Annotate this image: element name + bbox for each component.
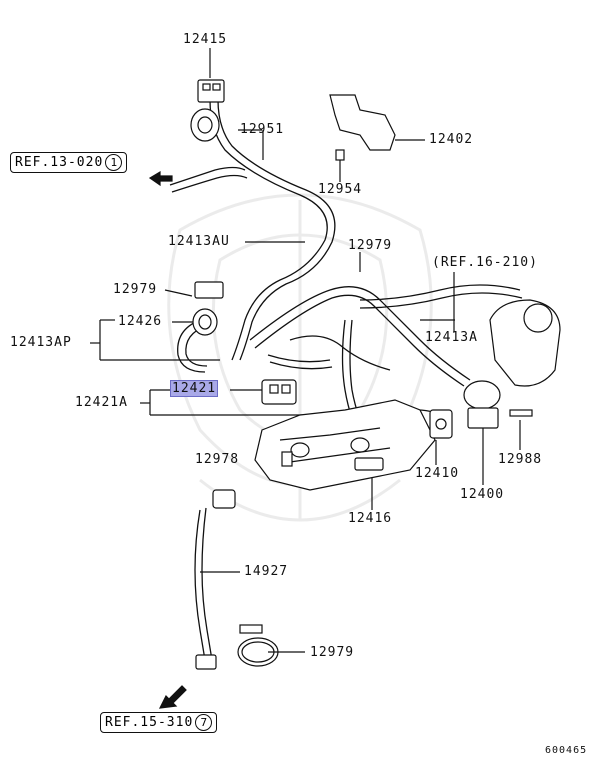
arrow-icon-ref15 [158,685,187,709]
part-label-12979-bottom: 12979 [310,645,355,660]
part-label-12421A: 12421A [75,395,128,410]
part-label-12954: 12954 [318,182,363,197]
part-label-12978: 12978 [195,452,240,467]
part-label-12400: 12400 [460,487,505,502]
part-label-12979-top: 12979 [348,238,393,253]
component-shapes [190,79,561,670]
part-label-12413AU: 12413AU [168,234,230,249]
part-label-12413AP: 12413AP [10,335,72,350]
arrow-icon-ref13 [148,170,173,187]
ref-text-13-020: REF.13-020 [15,155,104,170]
part-label-12402: 12402 [429,132,474,147]
part-label-14927: 14927 [244,564,289,579]
part-label-12426: 12426 [118,314,163,329]
part-label-12421: 12421 [170,380,219,397]
highlighted-part-12421[interactable]: 12421 [170,380,219,397]
part-label-12951: 12951 [240,122,285,137]
part-label-12413A: 12413A [425,330,478,345]
part-label-12416: 12416 [348,511,393,526]
part-label-12988: 12988 [498,452,543,467]
part-label-12410: 12410 [415,466,460,481]
ref-number-circle: 1 [105,154,123,171]
diagram-id: 600465 [545,745,588,756]
ref-number-circle: 7 [195,714,213,731]
ref-label-16-210[interactable]: (REF.16-210) [432,255,538,270]
part-label-12979-left: 12979 [113,282,158,297]
ref-text-15-310: REF.15-310 [105,715,194,730]
reference-arrows [148,170,187,709]
part-label-12415: 12415 [183,32,228,47]
